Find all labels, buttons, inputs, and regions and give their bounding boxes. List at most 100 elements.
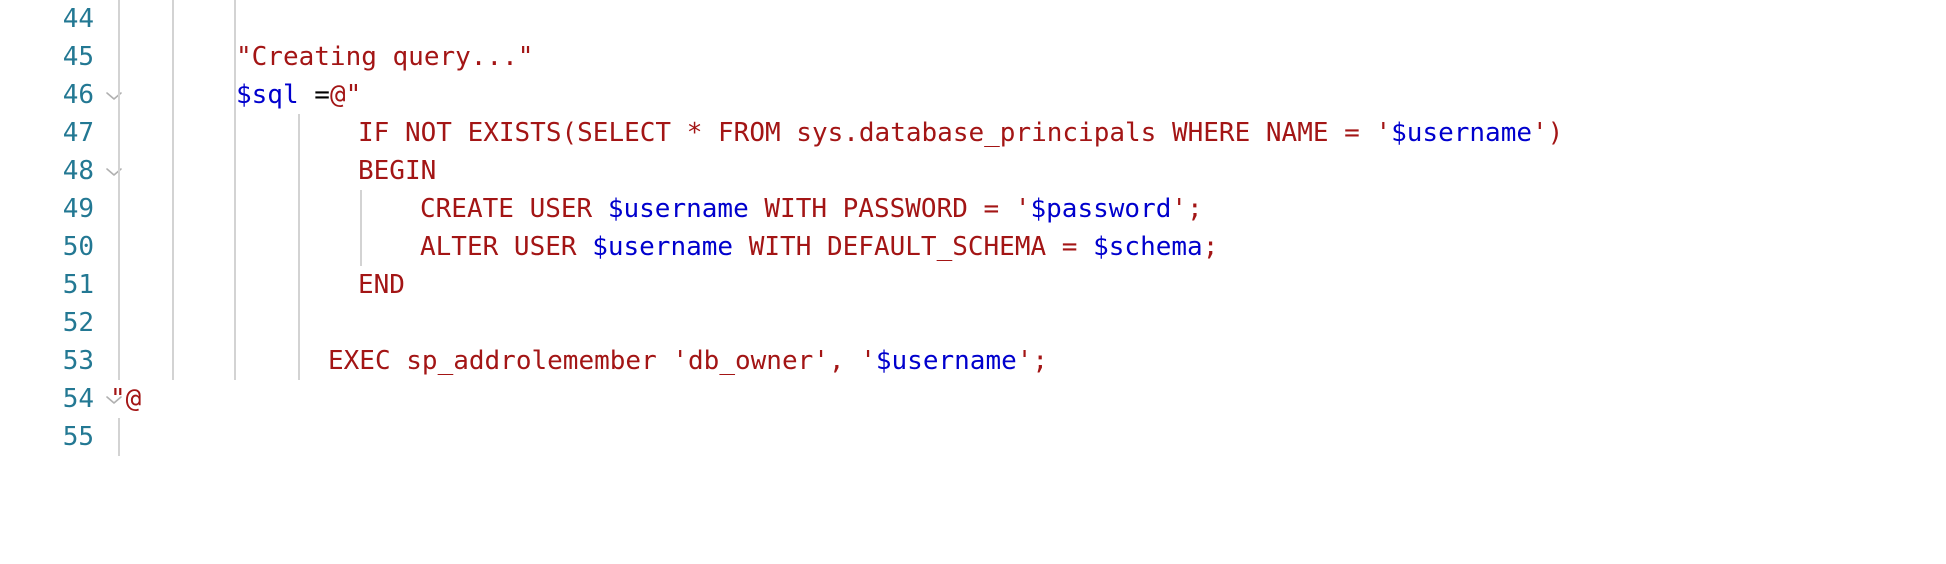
indent-guide bbox=[118, 38, 120, 76]
line-number: 48 bbox=[62, 156, 94, 186]
token-op: = bbox=[298, 80, 330, 110]
indent-guide bbox=[172, 266, 174, 304]
chevron-down-icon[interactable] bbox=[104, 76, 130, 114]
line-number-gutter[interactable]: 51 bbox=[0, 266, 100, 304]
line-number: 44 bbox=[62, 4, 94, 34]
indent-guide bbox=[298, 114, 300, 152]
token-str: WITH DEFAULT_SCHEMA = bbox=[733, 232, 1094, 262]
indent-guide bbox=[234, 76, 236, 114]
code-line[interactable]: 46 $sql =@" bbox=[0, 76, 1946, 114]
line-number: 55 bbox=[62, 422, 94, 452]
code-line[interactable]: 44 bbox=[0, 0, 1946, 38]
code-line[interactable]: 49 CREATE USER $username WITH PASSWORD = … bbox=[0, 190, 1946, 228]
indent-guide bbox=[118, 342, 120, 380]
line-number: 46 bbox=[62, 80, 94, 110]
line-number-gutter[interactable]: 54 bbox=[0, 380, 100, 418]
code-line-text[interactable]: EXEC sp_addrolemember 'db_owner', '$user… bbox=[328, 342, 1048, 380]
line-number-gutter[interactable]: 44 bbox=[0, 0, 100, 38]
indent-guide bbox=[234, 38, 236, 76]
token-var: $sql bbox=[236, 80, 299, 110]
code-line-text[interactable]: END bbox=[358, 266, 405, 304]
token-var: $username bbox=[592, 232, 734, 262]
token-str: ') bbox=[1532, 118, 1564, 148]
indent-guide bbox=[172, 0, 174, 38]
indent-guide bbox=[234, 190, 236, 228]
code-line-text[interactable]: "Creating query..." bbox=[236, 38, 533, 76]
token-str: CREATE USER bbox=[420, 194, 608, 224]
line-number-gutter[interactable]: 47 bbox=[0, 114, 100, 152]
code-line[interactable]: 53 EXEC sp_addrolemember 'db_owner', '$us… bbox=[0, 342, 1946, 380]
code-line-text[interactable]: ALTER USER $username WITH DEFAULT_SCHEMA… bbox=[420, 228, 1218, 266]
line-number: 50 bbox=[62, 232, 94, 262]
indent-guide bbox=[172, 76, 174, 114]
indent-guide bbox=[118, 266, 120, 304]
token-str: END bbox=[358, 270, 405, 300]
line-number: 47 bbox=[62, 118, 94, 148]
token-str: IF NOT EXISTS(SELECT * FROM sys.database… bbox=[358, 118, 1392, 148]
token-str: BEGIN bbox=[358, 156, 437, 186]
token-str: '; bbox=[1016, 346, 1049, 376]
indent-guide bbox=[118, 418, 120, 456]
indent-guide bbox=[118, 304, 120, 342]
line-number-gutter[interactable]: 45 bbox=[0, 38, 100, 76]
code-line-text[interactable]: "@ bbox=[110, 380, 141, 418]
code-line[interactable]: 54 "@ bbox=[0, 380, 1946, 418]
indent-guide bbox=[234, 114, 236, 152]
token-str: WITH PASSWORD = ' bbox=[748, 194, 1031, 224]
line-number: 51 bbox=[62, 270, 94, 300]
indent-guide bbox=[360, 228, 362, 266]
indent-guide bbox=[118, 76, 120, 114]
indent-guide bbox=[172, 342, 174, 380]
indent-guide bbox=[118, 228, 120, 266]
code-line-text[interactable]: IF NOT EXISTS(SELECT * FROM sys.database… bbox=[358, 114, 1563, 152]
indent-guide bbox=[118, 0, 120, 38]
line-number-gutter[interactable]: 55 bbox=[0, 418, 100, 456]
code-line[interactable]: 47 IF NOT EXISTS(SELECT * FROM sys.databa… bbox=[0, 114, 1946, 152]
indent-guide bbox=[298, 228, 300, 266]
token-str: "@ bbox=[110, 384, 142, 414]
token-str: "Creating query..." bbox=[236, 42, 534, 72]
chevron-down-icon[interactable] bbox=[104, 380, 130, 418]
line-number-gutter[interactable]: 53 bbox=[0, 342, 100, 380]
token-var: $username bbox=[1391, 118, 1533, 148]
token-str: @" bbox=[329, 80, 362, 110]
token-str: ; bbox=[1202, 232, 1219, 262]
line-number-gutter[interactable]: 48 bbox=[0, 152, 100, 190]
line-number-gutter[interactable]: 46 bbox=[0, 76, 100, 114]
code-line[interactable]: 52 bbox=[0, 304, 1946, 342]
indent-guide bbox=[118, 152, 120, 190]
indent-guide bbox=[234, 228, 236, 266]
line-number: 45 bbox=[62, 42, 94, 72]
code-line-text[interactable]: $sql =@" bbox=[236, 76, 361, 114]
indent-guide bbox=[234, 304, 236, 342]
line-number-gutter[interactable]: 52 bbox=[0, 304, 100, 342]
line-number: 52 bbox=[62, 308, 94, 338]
indent-guide bbox=[118, 114, 120, 152]
indent-guide bbox=[298, 266, 300, 304]
indent-guide bbox=[172, 190, 174, 228]
indent-guide bbox=[172, 114, 174, 152]
token-str: ALTER USER bbox=[420, 232, 593, 262]
token-var: $schema bbox=[1093, 232, 1203, 262]
token-str: EXEC sp_addrolemember 'db_owner', ' bbox=[328, 346, 876, 376]
indent-guide bbox=[172, 152, 174, 190]
indent-guide bbox=[172, 38, 174, 76]
token-var: $username bbox=[607, 194, 749, 224]
indent-guide bbox=[298, 304, 300, 342]
line-number-gutter[interactable]: 49 bbox=[0, 190, 100, 228]
code-line[interactable]: 50 ALTER USER $username WITH DEFAULT_SCHE… bbox=[0, 228, 1946, 266]
code-line[interactable]: 51 END bbox=[0, 266, 1946, 304]
code-line-text[interactable]: BEGIN bbox=[358, 152, 436, 190]
indent-guide bbox=[298, 190, 300, 228]
chevron-down-icon[interactable] bbox=[104, 152, 130, 190]
line-number-gutter[interactable]: 50 bbox=[0, 228, 100, 266]
indent-guide bbox=[118, 190, 120, 228]
token-str: '; bbox=[1171, 194, 1203, 224]
indent-guide bbox=[234, 342, 236, 380]
indent-guide bbox=[360, 190, 362, 228]
code-line[interactable]: 48 BEGIN bbox=[0, 152, 1946, 190]
code-line[interactable]: 55 bbox=[0, 418, 1946, 456]
code-line[interactable]: 45 "Creating query..." bbox=[0, 38, 1946, 76]
code-line-text[interactable]: CREATE USER $username WITH PASSWORD = '$… bbox=[420, 190, 1203, 228]
